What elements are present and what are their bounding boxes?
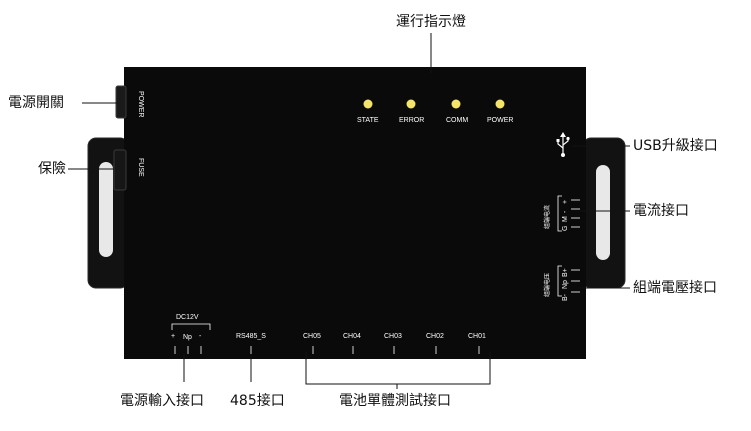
- status-leds: [363, 99, 505, 109]
- right-pin-ticks: [557, 195, 580, 297]
- callout-rs485: 485接口: [230, 393, 285, 409]
- dc-np-label: Np: [183, 334, 192, 341]
- voltage-group-label: 组端电压: [545, 272, 551, 297]
- rs485-label: RS485_S: [236, 333, 266, 340]
- callout-fuse: 保險: [38, 161, 66, 177]
- current-pin-m: M: [562, 216, 569, 222]
- dc12v-title: DC12V: [176, 314, 199, 321]
- right-mount-bracket: [582, 137, 626, 289]
- panel-power-label: POWER: [137, 91, 144, 118]
- led-comm: [451, 99, 461, 109]
- led-label-state: STATE: [357, 117, 379, 124]
- bottom-pin-ticks: [174, 346, 480, 354]
- callout-power-switch: 電源開關: [8, 95, 64, 111]
- callout-lines: [68, 33, 630, 389]
- led-label-power: POWER: [487, 117, 514, 124]
- ch04-label: CH04: [343, 333, 361, 340]
- device-body: [124, 67, 586, 359]
- dc12v-bracket: [171, 323, 211, 330]
- ch03-label: CH03: [384, 333, 402, 340]
- led-power: [495, 99, 505, 109]
- current-pin-g: G: [562, 225, 569, 231]
- current-pin-plus: +: [562, 199, 569, 204]
- callout-current-port: 電流接口: [633, 203, 689, 219]
- power-switch: [115, 85, 127, 119]
- callout-voltage-port: 組端電壓接口: [633, 280, 717, 296]
- led-state: [363, 99, 373, 109]
- fuse-holder: [113, 149, 127, 191]
- led-label-comm: COMM: [446, 117, 469, 124]
- led-label-error: ERROR: [399, 117, 425, 124]
- current-group-label: 组端电流: [545, 204, 551, 229]
- callout-power-input: 電源輸入接口: [120, 393, 204, 409]
- callout-status-led: 運行指示燈: [396, 14, 466, 30]
- panel-fuse-label: FUSE: [137, 158, 144, 177]
- led-error: [406, 99, 416, 109]
- dc-plus-label: +: [171, 333, 176, 340]
- voltage-pin-bplus: B+: [562, 268, 569, 277]
- callout-usb: USB升級接口: [633, 138, 718, 154]
- ch01-label: CH01: [468, 333, 486, 340]
- ch05-label: CH05: [303, 333, 321, 340]
- usb-icon: [556, 132, 570, 157]
- callout-cell-test: 電池單體測試接口: [339, 393, 451, 409]
- current-pin-minus: -: [562, 210, 569, 213]
- voltage-pin-bminus: B-: [562, 294, 569, 301]
- ch02-label: CH02: [426, 333, 444, 340]
- voltage-pin-np: Np: [562, 280, 569, 289]
- dc-minus-label: -: [199, 333, 202, 340]
